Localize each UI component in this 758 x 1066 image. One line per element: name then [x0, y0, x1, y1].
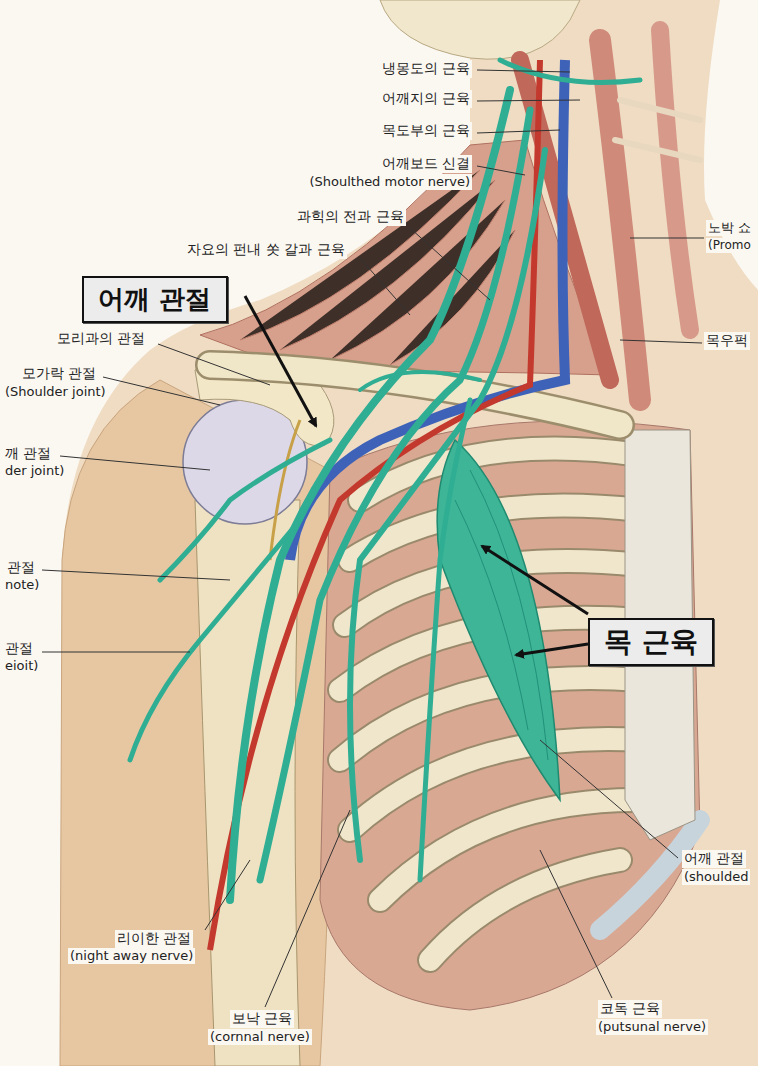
part-label: (night away nerve) [68, 948, 195, 964]
part-label: (Shoulthed motor nerve) [307, 174, 472, 190]
part-label: (putsunal nerve) [596, 1019, 708, 1035]
part-label: 과힉의 전과 근육 [295, 208, 406, 226]
callout-text: 목 근육 [604, 623, 712, 661]
part-label: 관절 [3, 640, 35, 658]
part-label: 리이한 관절 [115, 930, 193, 948]
part-label: 목우퍽 [704, 332, 750, 350]
callout-text: 어깨 관절 [98, 282, 226, 317]
part-label: 냉몽도의 근육 [380, 60, 472, 78]
part-label: 목도부의 근육 [380, 122, 472, 140]
part-label: (shoulded [682, 869, 750, 885]
part-label: 모가락 관절 [20, 365, 98, 383]
part-label: (Shoulder joint) [3, 384, 108, 400]
callout-box: 어깨 관절 [82, 276, 228, 323]
part-label: 자요의 펀내 쏫 갈과 근육 [185, 241, 347, 259]
part-label: 어깨보드 신결 [380, 155, 472, 173]
part-label: note) [3, 577, 41, 593]
part-label: (Promo [706, 238, 753, 253]
part-label: eioit) [3, 658, 40, 674]
part-label: (cornnal nerve) [208, 1029, 312, 1045]
part-label: 노박 쇼 [706, 220, 753, 236]
part-label: der joint) [3, 463, 66, 479]
part-label: 보낙 근육 [230, 1010, 294, 1028]
part-label: 어깨지의 근육 [380, 90, 472, 108]
part-label: 관절 [5, 559, 37, 577]
part-label: 어깨 관절 [682, 850, 746, 868]
callout-box: 목 근육 [588, 618, 714, 666]
part-label: 깨 관절 [3, 445, 53, 463]
part-label: 모리과의 관절 [55, 330, 147, 348]
part-label: 코독 근육 [598, 1000, 662, 1018]
